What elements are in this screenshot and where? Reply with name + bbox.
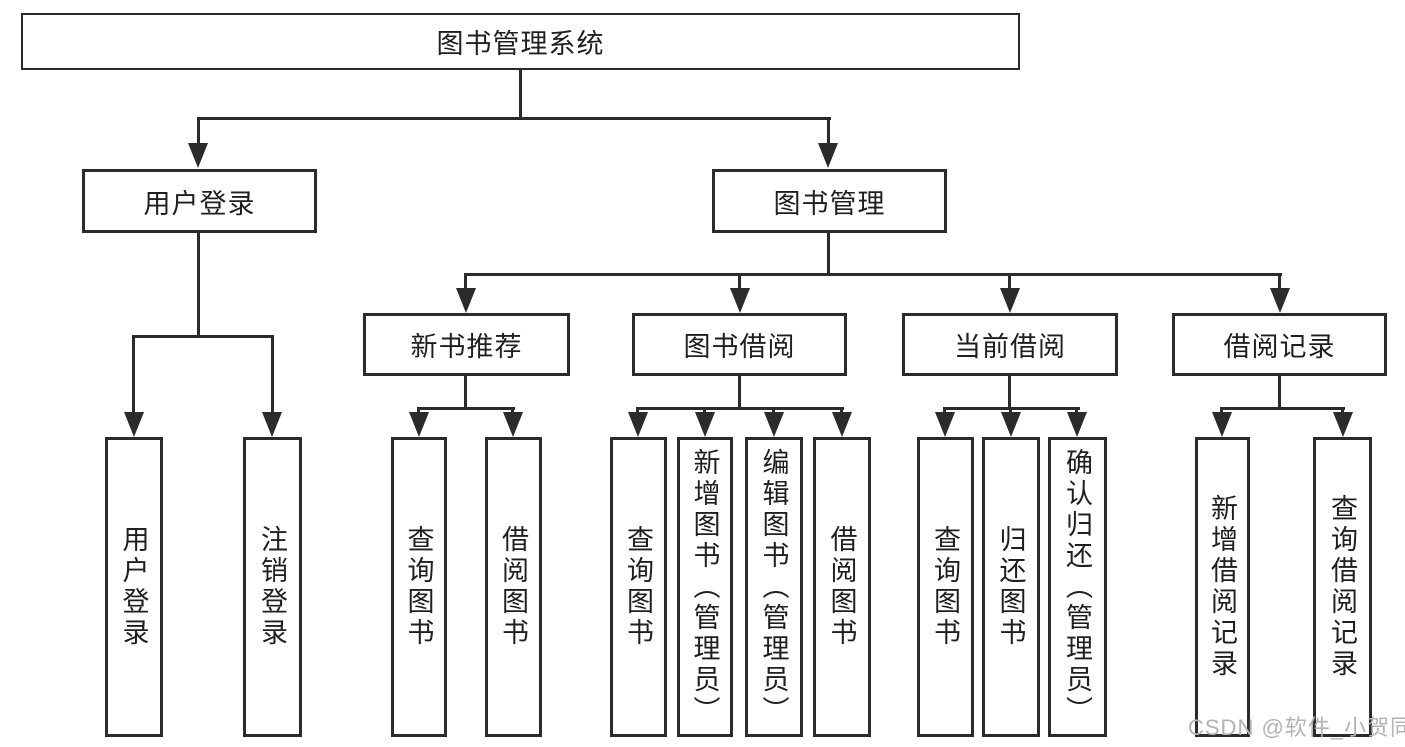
arrowhead-leaf	[1333, 412, 1353, 437]
arrowhead-leaf	[935, 412, 955, 437]
arrowhead-user-login	[188, 143, 208, 168]
connector-current-stub	[1008, 376, 1011, 407]
csdn-watermark: CSDN @软件_小贺同学	[1188, 715, 1405, 740]
leaf-user-login: 用户登录	[105, 437, 163, 737]
arrowhead-leaf	[832, 412, 852, 437]
arrowhead-leaf	[628, 412, 648, 437]
arrowhead-leaf	[695, 412, 715, 437]
connector-records-bar	[1220, 407, 1345, 410]
leaf-recommend-query-book: 查询图书	[391, 437, 447, 737]
connector-recommend-stub	[464, 376, 467, 407]
arrowhead-leaf	[1001, 412, 1021, 437]
connector-root-bar	[197, 117, 831, 120]
leaf-logout: 注销登录	[243, 437, 302, 737]
arrowhead-leaf	[503, 412, 523, 437]
node-book-borrow: 图书借阅	[632, 313, 847, 376]
leaf-return-book: 归还图书	[982, 437, 1040, 737]
leaf-query-borrow-record: 查询借阅记录	[1313, 437, 1372, 737]
connector-mgmt-bar	[464, 273, 1282, 276]
leaf-add-borrow-record: 新增借阅记录	[1195, 437, 1250, 737]
connector-to-current-line	[1008, 273, 1011, 291]
leaf-current-query-book: 查询图书	[917, 437, 974, 737]
arrowhead-leaf-login	[124, 412, 144, 437]
leaf-recommend-borrow-book: 借阅图书	[485, 437, 542, 737]
connector-to-borrow-line	[738, 273, 741, 291]
arrowhead-leaf	[1212, 412, 1232, 437]
connector-borrow-stub	[738, 376, 741, 407]
connector-leaf-logout-line	[271, 335, 274, 415]
leaf-confirm-return-admin: 确认归还（管理员）	[1048, 437, 1107, 737]
arrowhead-leaf	[764, 412, 784, 437]
arrowhead-leaf-logout	[262, 412, 282, 437]
node-root-library-system: 图书管理系统	[21, 13, 1020, 70]
connector-to-records-line	[1278, 273, 1281, 291]
arrowhead-records	[1270, 288, 1290, 313]
arrowhead-borrow	[730, 288, 750, 313]
node-new-book-recommend: 新书推荐	[363, 313, 570, 376]
arrowhead-recommend	[456, 288, 476, 313]
connector-recommend-bar	[417, 407, 515, 410]
connector-leaf-login-line	[132, 335, 135, 415]
connector-to-book-mgmt-line	[827, 117, 830, 147]
leaf-add-book-admin: 新增图书（管理员）	[677, 437, 733, 737]
connector-records-stub	[1278, 376, 1281, 407]
connector-borrow-bar	[636, 407, 844, 410]
connector-login-stub	[197, 233, 200, 335]
connector-to-user-login-line	[197, 117, 200, 147]
node-borrow-records: 借阅记录	[1172, 313, 1387, 376]
arrowhead-leaf	[1067, 412, 1087, 437]
arrowhead-current	[1000, 288, 1020, 313]
leaf-edit-book-admin: 编辑图书（管理员）	[745, 437, 803, 737]
arrowhead-book-mgmt	[818, 143, 838, 168]
node-book-management: 图书管理	[712, 169, 947, 233]
connector-to-recommend-line	[464, 273, 467, 291]
connector-mgmt-stub	[827, 233, 830, 273]
arrowhead-leaf	[409, 412, 429, 437]
connector-login-bar	[132, 335, 274, 338]
node-user-login: 用户登录	[82, 169, 317, 233]
node-current-borrow: 当前借阅	[902, 313, 1118, 376]
leaf-borrow-query-book: 查询图书	[610, 437, 667, 737]
connector-root-stub	[519, 70, 522, 117]
leaf-borrow-book: 借阅图书	[813, 437, 871, 737]
